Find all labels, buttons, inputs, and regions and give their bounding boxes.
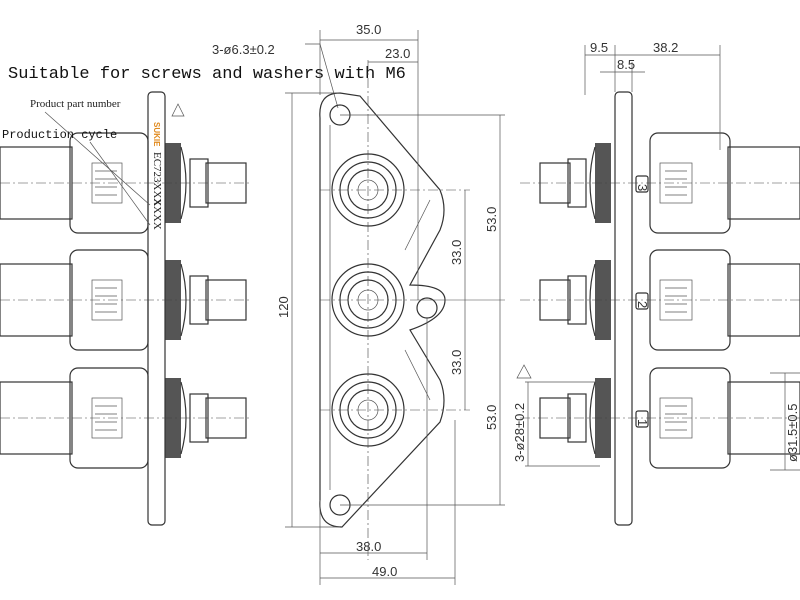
dim-8-5: 8.5 (617, 57, 635, 72)
dim-33-upper: 33.0 (449, 240, 464, 265)
dim-33-lower: 33.0 (449, 350, 464, 375)
front-view (319, 60, 505, 560)
dim-35: 35.0 (356, 22, 381, 37)
hole-spec: 3-ø6.3±0.2 (212, 42, 275, 57)
dim-120: 120 (276, 296, 291, 318)
front-dimensions: 35.0 23.0 120 53.0 53.0 33.0 33.0 38.0 4… (276, 22, 505, 585)
dim-38-2: 38.2 (653, 40, 678, 55)
dim-53-upper: 53.0 (484, 207, 499, 232)
port-number-2: 2 (635, 301, 650, 308)
right-side-view: 3 2 1 9.5 38.2 8.5 3-ø28±0.2 ø31.5±0.5 (512, 40, 800, 526)
mounting-note: Suitable for screws and washers with M6 (8, 65, 406, 84)
port-number-1: 1 (635, 419, 650, 426)
dim-38: 38.0 (356, 539, 381, 554)
production-cycle-label: Production cycle (2, 128, 117, 142)
brand-logo: SUKIE (152, 122, 161, 147)
dim-23: 23.0 (385, 46, 410, 61)
dim-53-lower: 53.0 (484, 405, 499, 430)
dim-dia-28: 3-ø28±0.2 (512, 403, 527, 462)
label-cycle: XXXX (151, 198, 163, 230)
left-side-view: SUKIE EC723XXX XXXX Product part number … (0, 91, 250, 526)
dim-49: 49.0 (372, 564, 397, 579)
dim-dia-31-5: ø31.5±0.5 (785, 404, 800, 462)
port-number-3: 3 (635, 184, 650, 191)
label-part-number: EC723XXX (151, 152, 163, 206)
dim-9-5: 9.5 (590, 40, 608, 55)
product-part-number-label: Product part number (30, 98, 121, 110)
